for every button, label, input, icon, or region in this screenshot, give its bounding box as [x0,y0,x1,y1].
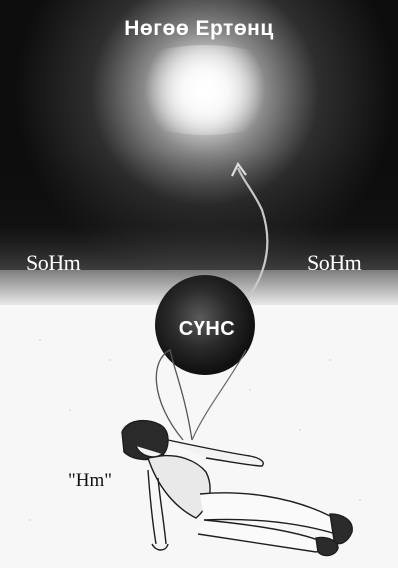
body-label: "Hm" [68,470,112,492]
left-side-label: SoHm [26,250,80,276]
soul-label: СҮНС [168,318,246,341]
page-title: Нөгөө Ертөнц [0,17,398,41]
light-glow [110,45,300,135]
right-side-label: SoHm [307,250,361,276]
